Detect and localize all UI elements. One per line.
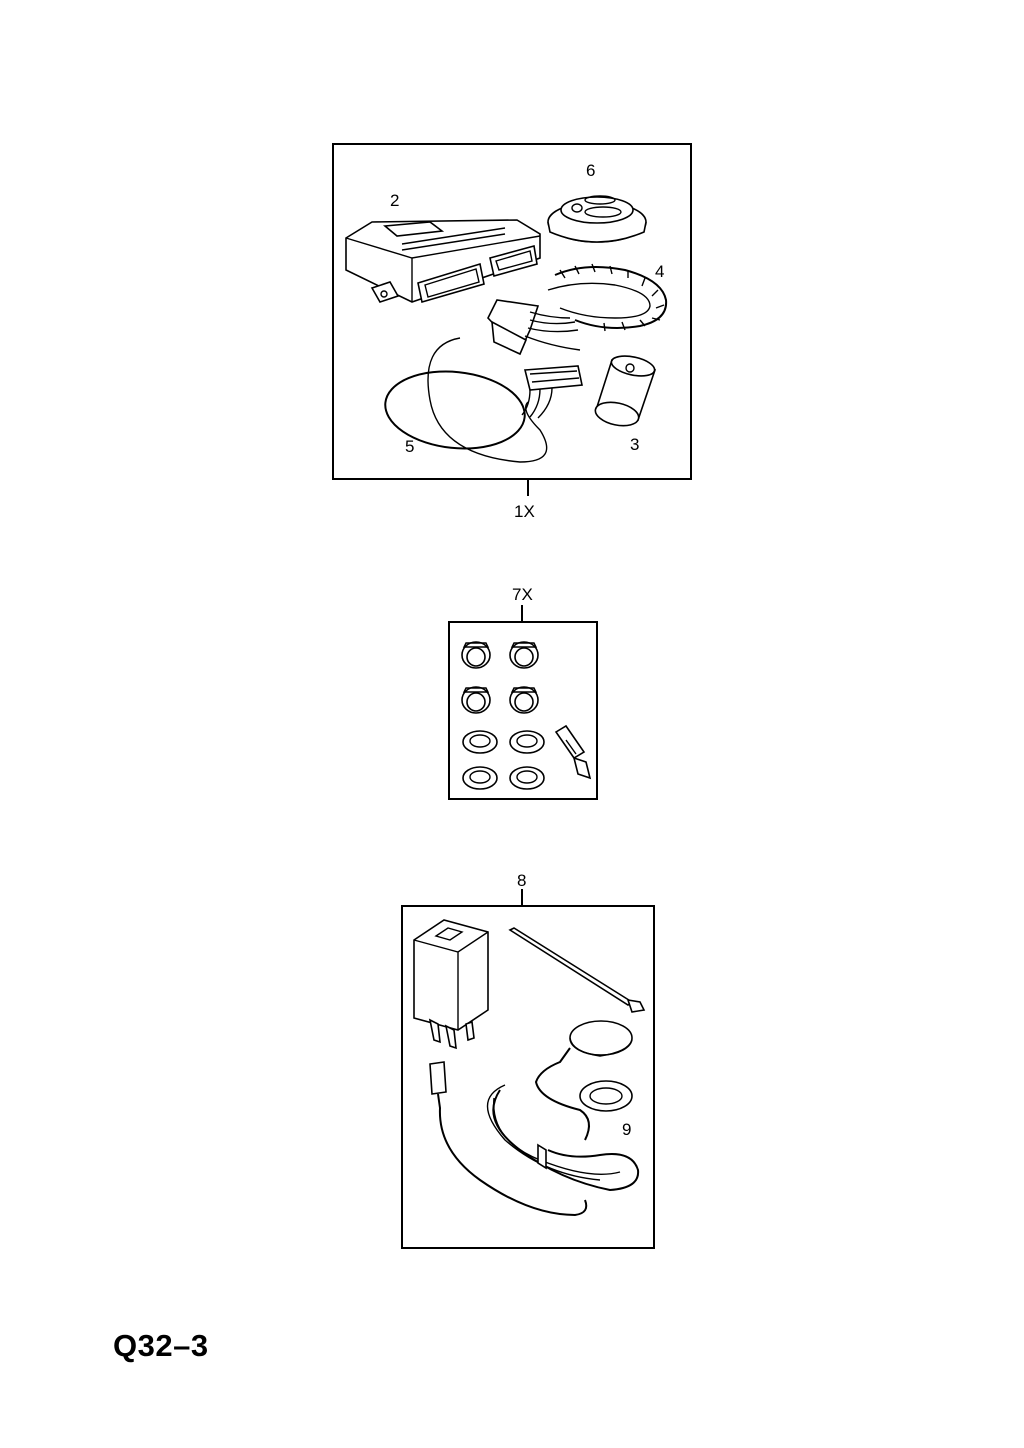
group-1x-frame	[332, 143, 692, 496]
fuse-illustration	[554, 724, 592, 780]
callout-5: 5	[405, 437, 415, 456]
siren-illustration	[594, 355, 657, 427]
group-label-7x: 7X	[512, 585, 533, 604]
sealing-washer-illustration	[579, 1080, 633, 1112]
callout-4: 4	[655, 262, 665, 281]
group-label-8: 8	[517, 871, 527, 890]
callout-9: 9	[622, 1120, 632, 1139]
sensor-cable-illustration	[429, 1020, 640, 1217]
group-7x-frame	[448, 605, 598, 800]
cable-loop-illustration	[384, 337, 583, 463]
sensor-heads-illustration	[461, 641, 539, 714]
relay-illustration	[413, 919, 489, 1050]
callout-3: 3	[630, 435, 640, 454]
cable-tie-illustration	[508, 927, 646, 1013]
callout-6: 6	[586, 161, 596, 180]
sensor-cap-illustration	[547, 195, 647, 243]
group-8-frame	[401, 889, 655, 1249]
group-label-1x: 1X	[514, 502, 535, 521]
wiring-harness-illustration	[487, 263, 668, 356]
sensor-rings-illustration	[462, 730, 545, 790]
callout-2: 2	[390, 191, 400, 210]
control-unit-illustration	[345, 219, 541, 304]
diagram-code: Q32–3	[113, 1328, 209, 1363]
